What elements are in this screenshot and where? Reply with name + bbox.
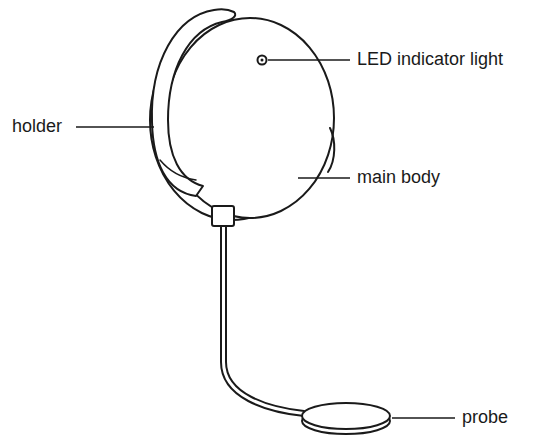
- side-tab: [328, 128, 334, 172]
- cable: [221, 226, 304, 416]
- cable-edge: [226, 226, 304, 411]
- leader-line: [298, 177, 350, 179]
- led-center: [261, 59, 264, 62]
- led-dot: [258, 56, 267, 65]
- part-label: LED indicator light: [357, 49, 503, 71]
- cable-connector: [212, 206, 234, 226]
- part-label: holder: [12, 116, 62, 138]
- part-label: main body: [357, 167, 440, 189]
- leader-line: [268, 59, 350, 61]
- holder-strap: [152, 9, 235, 196]
- leader-line: [392, 417, 455, 419]
- holder-fold: [160, 160, 196, 180]
- part-label: probe: [462, 407, 508, 429]
- probe-top: [302, 403, 390, 429]
- leader-line: [76, 126, 154, 128]
